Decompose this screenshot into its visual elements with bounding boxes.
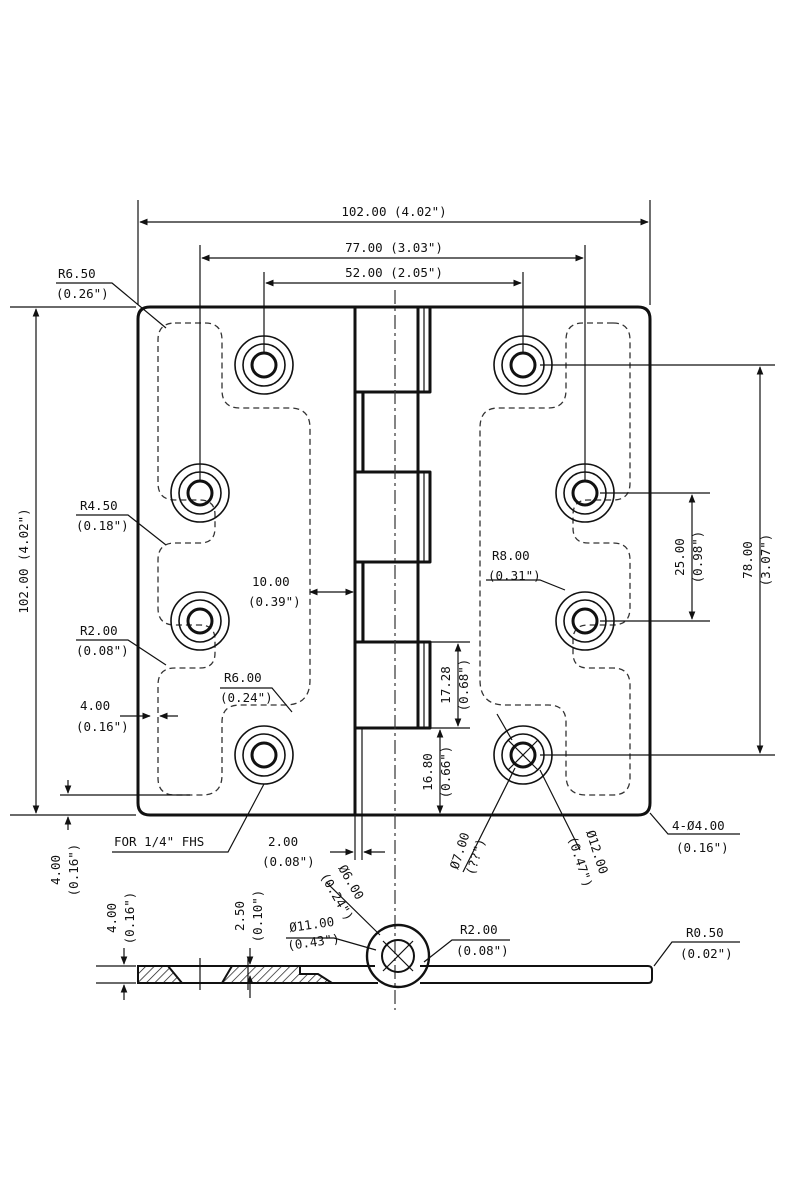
dim-corner-holes: 4-Ø4.00 xyxy=(672,818,725,833)
dim-edge-radius-inch: (0.02") xyxy=(680,946,733,961)
dim-knuckle-radius: R2.00 xyxy=(460,922,498,937)
dim-pocket-radius-c-inch: (0.24") xyxy=(220,690,273,705)
right-leaf-body xyxy=(353,305,652,817)
dim-hole-pitch: 25.00 xyxy=(672,538,687,576)
dim-bottom-offset: 4.00 xyxy=(48,855,63,885)
dim-knuckle-radius-inch: (0.08") xyxy=(456,943,509,958)
dim-corner-radius: R6.50 xyxy=(58,266,96,281)
leader-lines xyxy=(56,282,740,873)
dim-slot-radius-inch: (0.31") xyxy=(488,568,541,583)
dim-inner-hole-span: 52.00 (2.05") xyxy=(345,265,443,280)
dim-hole-span-vertical-inch: (3.07") xyxy=(758,534,773,587)
dim-edge-radius: R0.50 xyxy=(686,925,724,940)
dim-knuckle-pitch: 17.28 xyxy=(438,666,453,704)
dim-pocket-radius-b: R2.00 xyxy=(80,623,118,638)
side-view xyxy=(96,881,740,1000)
side-labels: 4.00 (0.16") 2.50 (0.10") Ø11.00 (0.43")… xyxy=(104,862,733,961)
dim-thickness-inch: (0.16") xyxy=(122,892,137,945)
knuckle-edges xyxy=(361,307,425,815)
hole-left-4 xyxy=(234,725,294,785)
dim-knuckle-pitch-inch: (0.68") xyxy=(456,659,471,712)
dim-edge-offset-inch: (0.16") xyxy=(76,719,129,734)
dim-thickness: 4.00 xyxy=(104,903,119,933)
dim-hole-pitch-inch: (0.98") xyxy=(690,531,705,584)
side-left-leaf xyxy=(137,965,185,984)
left-pocket-dashed xyxy=(157,322,311,796)
left-leaf-outline xyxy=(150,305,432,730)
dim-knuckle-bottom-inch: (0.66") xyxy=(438,746,453,799)
dim-pin-gap-inch: (0.08") xyxy=(262,854,315,869)
dim-hole-span-vertical: 78.00 xyxy=(740,541,755,579)
dim-knuckle-od-inch: (0.43") xyxy=(286,931,340,953)
dim-knuckle-gap-inch: (0.39") xyxy=(248,594,301,609)
dim-pin-gap: 2.00 xyxy=(268,834,298,849)
dim-overall-width: 102.00 (4.02") xyxy=(341,204,446,219)
hole-left-3 xyxy=(170,591,230,651)
dim-corner-holes-inch: (0.16") xyxy=(676,840,729,855)
dim-knuckle-od: Ø11.00 xyxy=(288,914,335,935)
dim-slot-radius: R8.00 xyxy=(492,548,530,563)
dim-pocket-radius-a: R4.50 xyxy=(80,498,118,513)
dim-overall-height: 102.00 (4.02") xyxy=(16,508,31,613)
dim-recess-depth: 2.50 xyxy=(232,901,247,931)
dim-pocket-radius-b-inch: (0.08") xyxy=(76,643,129,658)
right-pocket-dashed xyxy=(479,322,631,796)
dim-edge-offset: 4.00 xyxy=(80,698,110,713)
screw-note: FOR 1/4" FHS xyxy=(114,834,204,849)
dim-knuckle-bottom: 16.80 xyxy=(420,753,435,791)
screw-holes xyxy=(170,335,615,785)
dim-knuckle-gap: 10.00 xyxy=(252,574,290,589)
dim-bottom-offset-inch: (0.16") xyxy=(66,844,81,897)
dimension-lines xyxy=(32,218,764,856)
dim-pocket-radius-a-inch: (0.18") xyxy=(76,518,129,533)
extension-lines xyxy=(10,200,775,860)
dim-recess-depth-inch: (0.10") xyxy=(250,890,265,943)
dim-pocket-radius-c: R6.00 xyxy=(224,670,262,685)
dim-outer-hole-span: 77.00 (3.03") xyxy=(345,240,443,255)
dim-corner-radius-inch: (0.26") xyxy=(56,286,109,301)
left-leaf-body xyxy=(136,305,420,817)
